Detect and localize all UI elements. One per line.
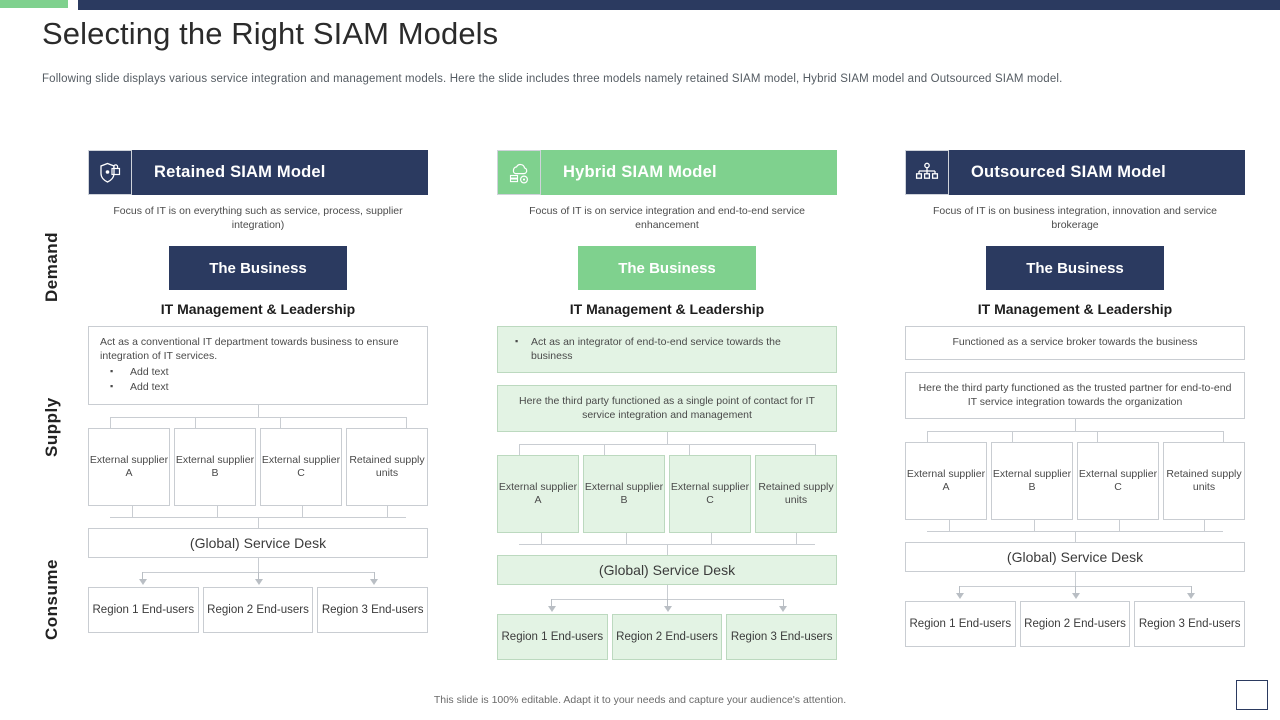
axis-label-demand: Demand bbox=[42, 231, 61, 303]
service-desk-box: (Global) Service Desk bbox=[88, 528, 428, 558]
supplier-box: External supplier A bbox=[905, 442, 987, 520]
model-column-outsourced: Outsourced SIAM Model Focus of IT is on … bbox=[905, 150, 1246, 647]
connector-bus-to-service-desk bbox=[88, 506, 428, 528]
business-chip: The Business bbox=[986, 246, 1164, 290]
connector-bus-to-service-desk bbox=[497, 533, 837, 555]
supplier-box: Retained supply units bbox=[755, 455, 837, 533]
connector-arrows-to-regions bbox=[905, 572, 1245, 601]
supplier-box: External supplier B bbox=[583, 455, 665, 533]
description-primary-text: Act as an integrator of end-to-end servi… bbox=[509, 334, 825, 363]
list-item: Add text bbox=[100, 379, 416, 395]
region-box: Region 3 End-users bbox=[726, 614, 838, 660]
description-box-primary: Act as an integrator of end-to-end servi… bbox=[497, 326, 837, 373]
corner-placeholder-box[interactable] bbox=[1236, 680, 1268, 710]
connector-arrows-to-regions bbox=[497, 585, 837, 614]
supplier-box: External supplier C bbox=[1077, 442, 1159, 520]
shield-lock-icon bbox=[88, 150, 132, 195]
model-title: Hybrid SIAM Model bbox=[541, 150, 837, 195]
org-hierarchy-icon bbox=[905, 150, 949, 195]
supplier-row: External supplier A External supplier B … bbox=[497, 455, 837, 533]
model-header[interactable]: Retained SIAM Model bbox=[88, 150, 428, 195]
business-chip: The Business bbox=[169, 246, 347, 290]
description-box-primary: Functioned as a service broker towards t… bbox=[905, 326, 1245, 360]
region-box: Region 1 End-users bbox=[905, 601, 1016, 647]
region-box: Region 3 End-users bbox=[1134, 601, 1246, 647]
business-chip: The Business bbox=[578, 246, 756, 290]
cloud-server-icon bbox=[497, 150, 541, 195]
supplier-box: External supplier A bbox=[88, 428, 170, 506]
region-box: Region 3 End-users bbox=[317, 587, 429, 633]
region-row: Region 1 End-users Region 2 End-users Re… bbox=[905, 601, 1246, 647]
list-item: Add text bbox=[100, 364, 416, 380]
model-header[interactable]: Outsourced SIAM Model bbox=[905, 150, 1245, 195]
region-box: Region 1 End-users bbox=[497, 614, 608, 660]
connector-bus-to-service-desk bbox=[905, 520, 1245, 542]
model-focus-text: Focus of IT is on business integration, … bbox=[932, 205, 1218, 231]
model-focus-text: Focus of IT is on everything such as ser… bbox=[113, 205, 403, 231]
model-column-hybrid: Hybrid SIAM Model Focus of IT is on serv… bbox=[497, 150, 838, 660]
service-desk-box: (Global) Service Desk bbox=[905, 542, 1245, 572]
top-accent-bar-navy bbox=[78, 0, 1280, 10]
supplier-row: External supplier A External supplier B … bbox=[88, 428, 428, 506]
supplier-box: Retained supply units bbox=[1163, 442, 1245, 520]
supplier-box: External supplier A bbox=[497, 455, 579, 533]
supplier-box: External supplier B bbox=[991, 442, 1073, 520]
axis-label-consume: Consume bbox=[42, 559, 61, 641]
region-row: Region 1 End-users Region 2 End-users Re… bbox=[88, 587, 429, 633]
description-box-secondary: Here the third party functioned as a sin… bbox=[497, 385, 837, 432]
model-title: Outsourced SIAM Model bbox=[949, 150, 1245, 195]
model-column-retained: Retained SIAM Model Focus of IT is on ev… bbox=[88, 150, 429, 633]
supplier-box: External supplier C bbox=[260, 428, 342, 506]
footer-note: This slide is 100% editable. Adapt it to… bbox=[433, 694, 847, 706]
supplier-box: External supplier C bbox=[669, 455, 751, 533]
description-bullet-list: Add text Add text bbox=[100, 364, 416, 395]
region-box: Region 2 End-users bbox=[611, 614, 723, 660]
region-box: Region 1 End-users bbox=[88, 587, 199, 633]
region-row: Region 1 End-users Region 2 End-users Re… bbox=[497, 614, 838, 660]
model-title: Retained SIAM Model bbox=[132, 150, 428, 195]
model-focus-text: Focus of IT is on service integration an… bbox=[529, 205, 805, 231]
service-desk-box: (Global) Service Desk bbox=[497, 555, 837, 585]
management-label: IT Management & Leadership bbox=[977, 301, 1173, 317]
connector-bus-to-suppliers bbox=[497, 432, 837, 455]
supplier-row: External supplier A External supplier B … bbox=[905, 442, 1245, 520]
management-label: IT Management & Leadership bbox=[160, 301, 356, 317]
connector-bus-to-suppliers bbox=[88, 405, 428, 428]
region-box: Region 2 End-users bbox=[1019, 601, 1131, 647]
page-subtitle: Following slide displays various service… bbox=[42, 73, 1063, 85]
description-primary-text: Act as a conventional IT department towa… bbox=[100, 336, 399, 362]
description-box-secondary: Here the third party functioned as the t… bbox=[905, 372, 1245, 419]
model-header[interactable]: Hybrid SIAM Model bbox=[497, 150, 837, 195]
top-accent-bar-green bbox=[0, 0, 68, 8]
connector-bus-to-suppliers bbox=[905, 419, 1245, 442]
region-box: Region 2 End-users bbox=[202, 587, 314, 633]
description-box-primary: Act as a conventional IT department towa… bbox=[88, 326, 428, 405]
page-title: Selecting the Right SIAM Models bbox=[42, 16, 499, 51]
management-label: IT Management & Leadership bbox=[569, 301, 765, 317]
axis-label-supply: Supply bbox=[42, 397, 61, 457]
supplier-box: Retained supply units bbox=[346, 428, 428, 506]
supplier-box: External supplier B bbox=[174, 428, 256, 506]
connector-arrows-to-regions bbox=[88, 558, 428, 587]
